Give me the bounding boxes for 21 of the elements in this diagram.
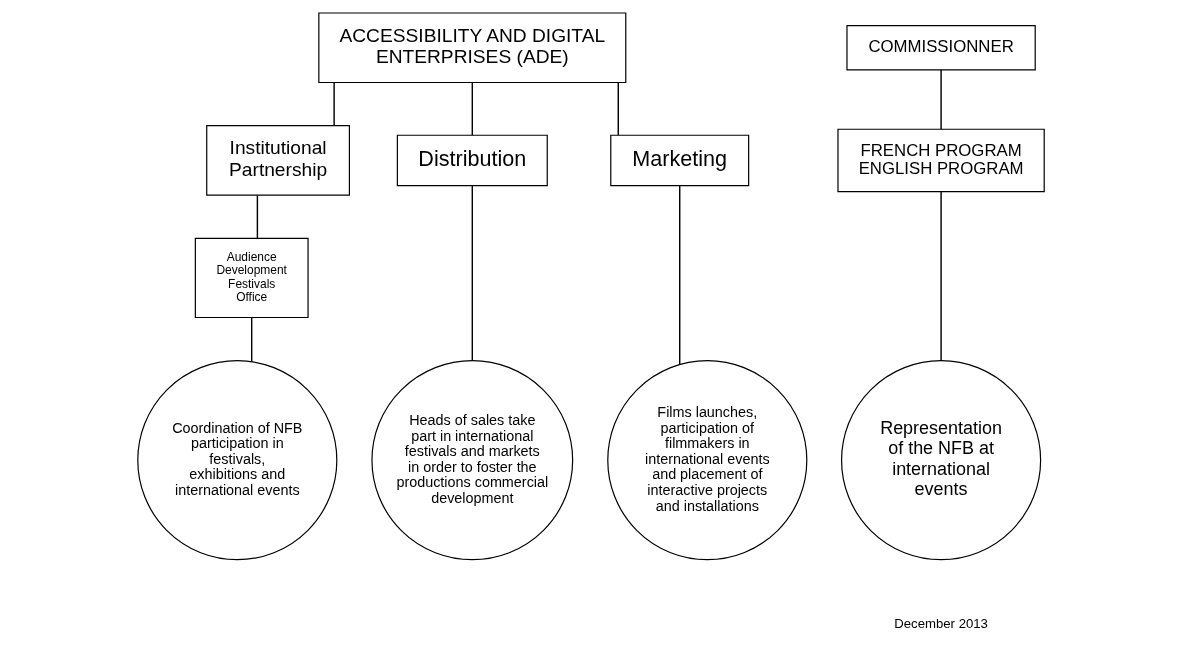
node-box: Marketing xyxy=(610,134,750,187)
node-box: ACCESSIBILITY AND DIGITAL ENTERPRISES (ADE) xyxy=(318,12,627,84)
connector xyxy=(679,185,681,366)
label: December 2013 xyxy=(894,615,988,631)
connector xyxy=(617,82,619,136)
node-circle: Representation of the NFB at international events xyxy=(841,360,1042,561)
node-box: Audience Development Festivals Office xyxy=(194,237,309,319)
node-circle: Coordination of NFB participation in festivals, exhibitions and international events xyxy=(137,360,338,561)
node-circle: Films launches, participation of filmmakers in international events and placement of interactive projects and installations xyxy=(607,360,808,561)
connector xyxy=(256,194,259,239)
connector xyxy=(471,185,474,362)
connector xyxy=(471,82,474,136)
node-box: Institutional Partnership xyxy=(206,125,350,196)
node-box: Distribution xyxy=(396,134,548,187)
connector xyxy=(333,82,335,127)
node-box: COMMISSIONNER xyxy=(846,24,1036,71)
node-box: FRENCH PROGRAM ENGLISH PROGRAM xyxy=(837,128,1045,193)
connector xyxy=(251,317,253,363)
node-circle: Heads of sales take part in international festivals and markets in order to foster the productions commercial development xyxy=(371,360,574,561)
connector xyxy=(940,191,942,362)
connector xyxy=(940,69,942,130)
